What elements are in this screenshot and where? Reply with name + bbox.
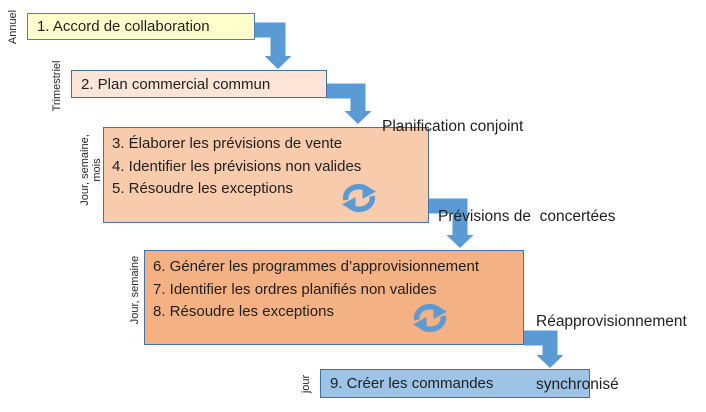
frequency-label-text: jour — [300, 374, 312, 394]
annotation-planification-conjoint: Planification conjoint — [382, 74, 523, 179]
frequency-label-jour-semaine-mois: Jour, semaine, mois — [79, 134, 103, 206]
sync-arrows-icon — [342, 183, 376, 213]
stage-box-accord-collaboration: 1. Accord de collaboration — [27, 13, 255, 40]
annotation-text: Planification conjoint — [382, 118, 524, 135]
stage-text-line: 6. Générer les programmes d’approvisionn… — [153, 258, 479, 275]
stage-text: 1. Accord de collaboration — [37, 18, 210, 35]
flow-arrow-1 — [255, 22, 292, 69]
stage-text: 9. Créer les commandes — [330, 375, 494, 392]
flow-arrow-2 — [327, 83, 372, 124]
frequency-label-text: Jour, semaine, — [79, 134, 91, 206]
frequency-label-annuel: Annuel — [7, 10, 19, 44]
frequency-label-text: mois — [91, 158, 103, 182]
stage-text-line: 4. Identifier les prévisions non valides — [112, 157, 362, 175]
sync-arrows-icon — [413, 303, 447, 333]
stage-text-line: 7. Identifier les ordres planifiés non v… — [153, 280, 437, 298]
frequency-label-trimestriel: Trimestriel — [51, 61, 63, 112]
frequency-label-text: Annuel — [7, 9, 19, 45]
annotation-text: Réapprovisionnement — [536, 313, 687, 330]
frequency-label-jour-semaine: Jour, semaine — [129, 256, 141, 324]
stage-text: 2. Plan commercial commun — [81, 75, 271, 93]
annotation-previsions-concertees: Prévisions de concertées — [438, 164, 615, 269]
annotation-text: Prévisions de concertées — [438, 208, 616, 225]
stage-text-line: 5. Résoudre les exceptions — [112, 180, 293, 197]
stage-box-approvisionnement: 6. Générer les programmes d’approvisionn… — [144, 250, 524, 345]
annotation-reapprovisionnement-synchronise: Réapprovisionnement synchronisé — [536, 269, 687, 412]
annotation-text: synchronisé — [536, 376, 619, 393]
frequency-label-jour: jour — [300, 375, 312, 393]
stage-text-line: 8. Résoudre les exceptions — [153, 303, 334, 320]
frequency-label-text: Jour, semaine — [129, 255, 141, 325]
stage-box-commandes: 9. Créer les commandes — [320, 369, 590, 398]
stage-text-line: 3. Élaborer les prévisions de vente — [112, 135, 343, 152]
stage-box-plan-commercial: 2. Plan commercial commun — [71, 70, 327, 98]
frequency-label-text: Trimestriel — [51, 60, 63, 112]
stage-box-previsions: 3. Élaborer les prévisions de vente 4. I… — [103, 127, 429, 223]
